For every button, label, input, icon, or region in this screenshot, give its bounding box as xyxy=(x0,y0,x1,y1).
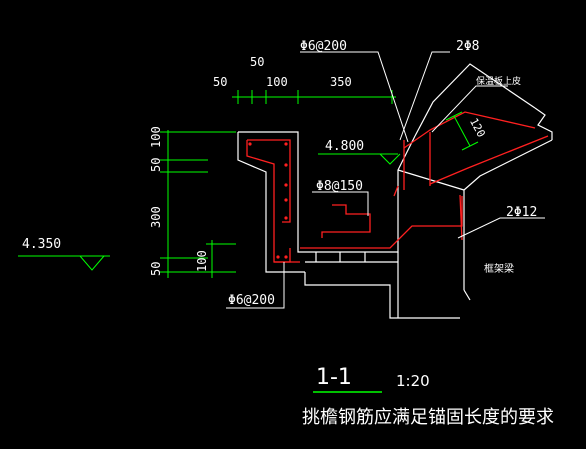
label-2phi8: 2Φ8 xyxy=(456,39,479,54)
break-mark xyxy=(534,107,553,140)
labels: Φ6@200 2Φ8 保温板上皮 50 50 100 350 4.800 Φ8@… xyxy=(22,39,537,308)
rebar-dot xyxy=(284,255,288,259)
anchor-rebar xyxy=(459,194,463,241)
slab-rebar-bottom xyxy=(429,135,549,185)
leader-bottom-phi6 xyxy=(226,262,285,309)
label-dim-350: 350 xyxy=(330,75,352,89)
label-elev-4800: 4.800 xyxy=(325,139,364,154)
label-protection-note: 保温板上皮 xyxy=(476,75,521,87)
slab-rebar xyxy=(403,111,536,149)
elev-4800-triangle xyxy=(379,153,401,165)
dim-120-line xyxy=(453,115,471,147)
leader-phi8-150 xyxy=(312,191,369,216)
leader-2phi8 xyxy=(399,51,450,141)
leader-2phi12 xyxy=(457,217,545,239)
slab-end xyxy=(397,169,465,191)
label-dim-v100-right: 100 xyxy=(195,250,209,272)
label-dim-120: 120 xyxy=(467,116,488,140)
elevation-markers xyxy=(18,153,401,271)
label-dim-100: 100 xyxy=(266,75,288,89)
rebar-dot xyxy=(276,255,280,259)
rebar-dot xyxy=(284,183,288,187)
dimension-lines xyxy=(160,90,479,278)
roof-slab-bottom xyxy=(463,139,553,191)
label-rebar-top: Φ6@200 xyxy=(300,39,347,54)
bent-up-rebar xyxy=(300,196,463,249)
concrete-outline xyxy=(237,63,553,319)
beam-tick xyxy=(463,289,471,301)
stirrup-rebar xyxy=(247,139,291,223)
label-elev-4350: 4.350 xyxy=(22,237,61,252)
label-beam: 框架梁 xyxy=(484,262,514,275)
label-dim-50b: 50 xyxy=(250,55,264,69)
leader-protection xyxy=(431,85,508,133)
rebar-dot xyxy=(248,142,252,146)
anchor-rebar xyxy=(393,185,399,197)
title-block: 1-1 1:20 挑檐钢筋应满足锚固长度的要求 xyxy=(302,365,554,428)
elev-4350-triangle xyxy=(79,255,105,271)
eave-left-edge xyxy=(237,132,305,273)
dim-ext xyxy=(445,111,463,121)
lower-step xyxy=(304,272,460,319)
leader-top-phi6 xyxy=(300,51,409,143)
label-rebar-2phi12: 2Φ12 xyxy=(506,205,537,220)
label-dim-v100-top: 100 xyxy=(149,126,163,148)
hook-rebar xyxy=(321,204,371,238)
rebar-dot xyxy=(284,216,288,220)
section-note: 挑檐钢筋应满足锚固长度的要求 xyxy=(302,407,554,428)
dim-ext xyxy=(461,141,479,151)
section-title: 1-1 xyxy=(316,365,352,390)
label-rebar-bottom: Φ6@200 xyxy=(228,293,275,308)
label-dim-v50b: 50 xyxy=(149,262,163,276)
rebar-dots xyxy=(248,142,288,259)
label-dim-v300: 300 xyxy=(149,206,163,228)
label-rebar-phi8-150: Φ8@150 xyxy=(316,179,363,194)
leader-lines xyxy=(226,51,545,309)
stirrup-rebar xyxy=(246,140,291,263)
label-dim-v50a: 50 xyxy=(149,158,163,172)
rebar-group xyxy=(246,111,549,263)
rebar-dot xyxy=(284,142,288,146)
rebar-dot xyxy=(284,198,288,202)
label-dim-50a: 50 xyxy=(213,75,227,89)
rebar-dot xyxy=(284,163,288,167)
section-scale: 1:20 xyxy=(396,372,430,390)
